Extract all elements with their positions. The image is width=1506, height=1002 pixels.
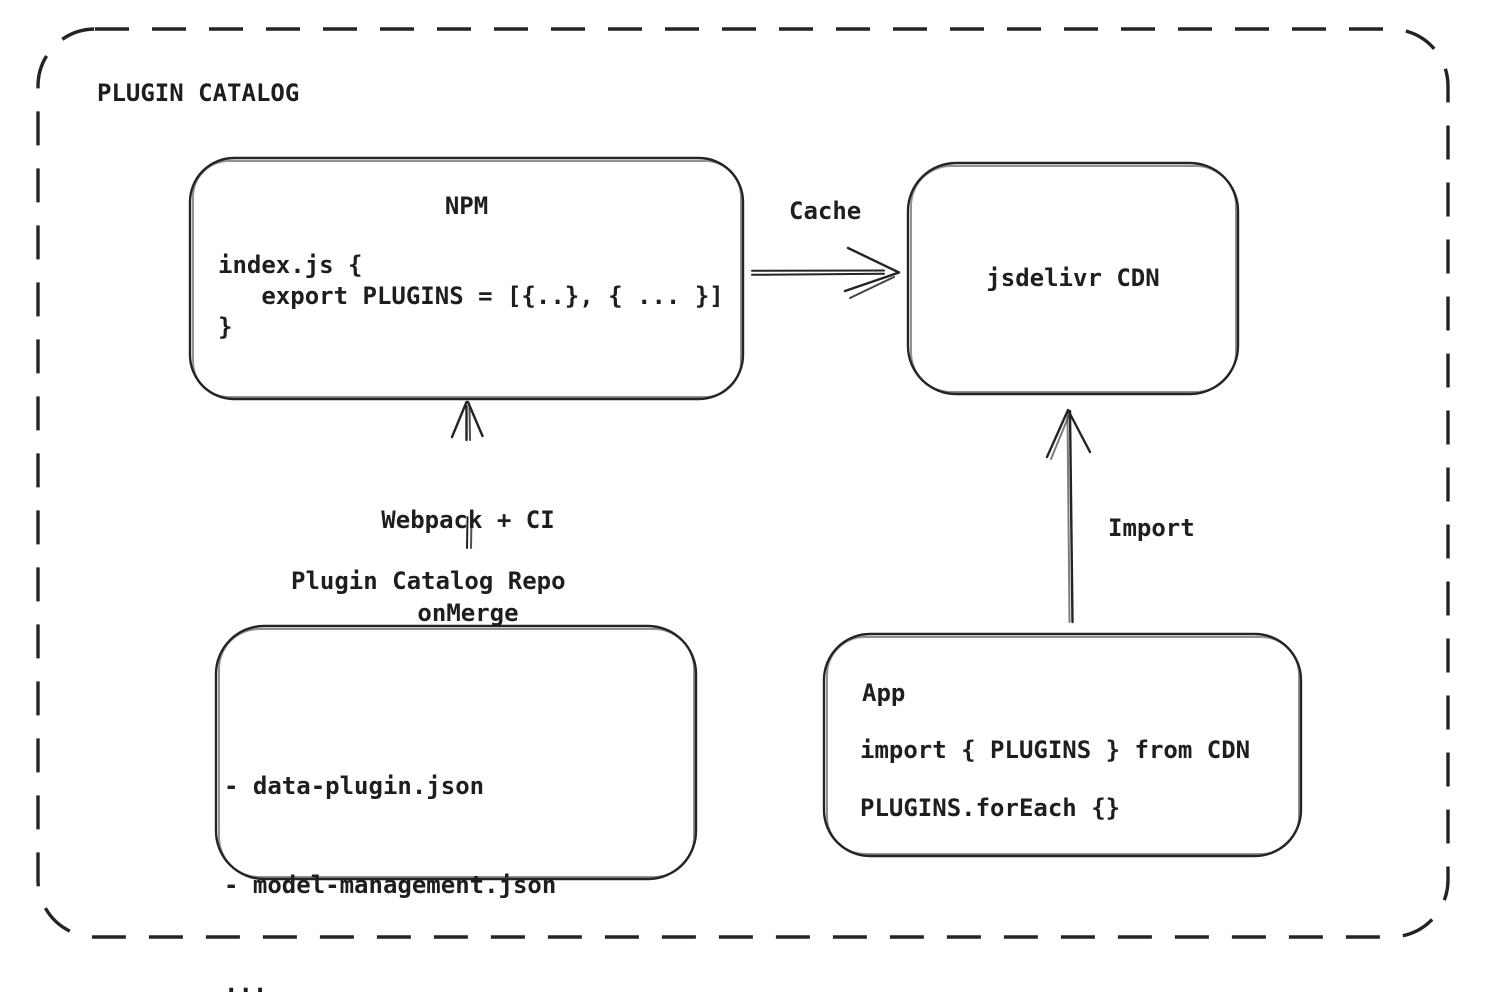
app-import-code: import { PLUGINS } from CDN (860, 736, 1251, 764)
cache-edge-label: Cache (789, 197, 862, 225)
npm-node-box (188, 156, 745, 401)
build-arrow (450, 400, 484, 442)
plugin-catalog-boundary (36, 27, 1450, 939)
repo-node-label: Plugin Catalog Repo (291, 567, 566, 595)
build-edge-label: Webpack + CI onMerge (326, 443, 610, 691)
build-connector-tick (466, 516, 473, 549)
app-foreach-code: PLUGINS.forEach {} (860, 794, 1121, 822)
diagram-title: PLUGIN CATALOG (97, 79, 300, 107)
repo-file-item-ellipsis: ... (224, 970, 268, 998)
cdn-node-box (906, 161, 1240, 396)
npm-node-title: NPM (444, 192, 489, 220)
import-arrow (1045, 408, 1092, 624)
repo-file-item: - model-management.json (224, 871, 557, 899)
build-edge-label-line2: onMerge (417, 599, 519, 627)
npm-node-code: index.js { export PLUGINS = [{..}, { ...… (218, 251, 724, 341)
cdn-node-title: jsdelivr CDN (986, 264, 1160, 292)
repo-file-list: - data-plugin.json - model-management.js… (224, 704, 556, 1002)
repo-file-item: - data-plugin.json (224, 772, 485, 800)
cache-arrow (751, 246, 901, 299)
build-edge-label-line1: Webpack + CI (381, 506, 555, 534)
import-edge-label: Import (1108, 514, 1195, 542)
app-node-box (822, 632, 1303, 858)
repo-node-box (214, 624, 698, 881)
app-node-title: App (862, 679, 906, 707)
